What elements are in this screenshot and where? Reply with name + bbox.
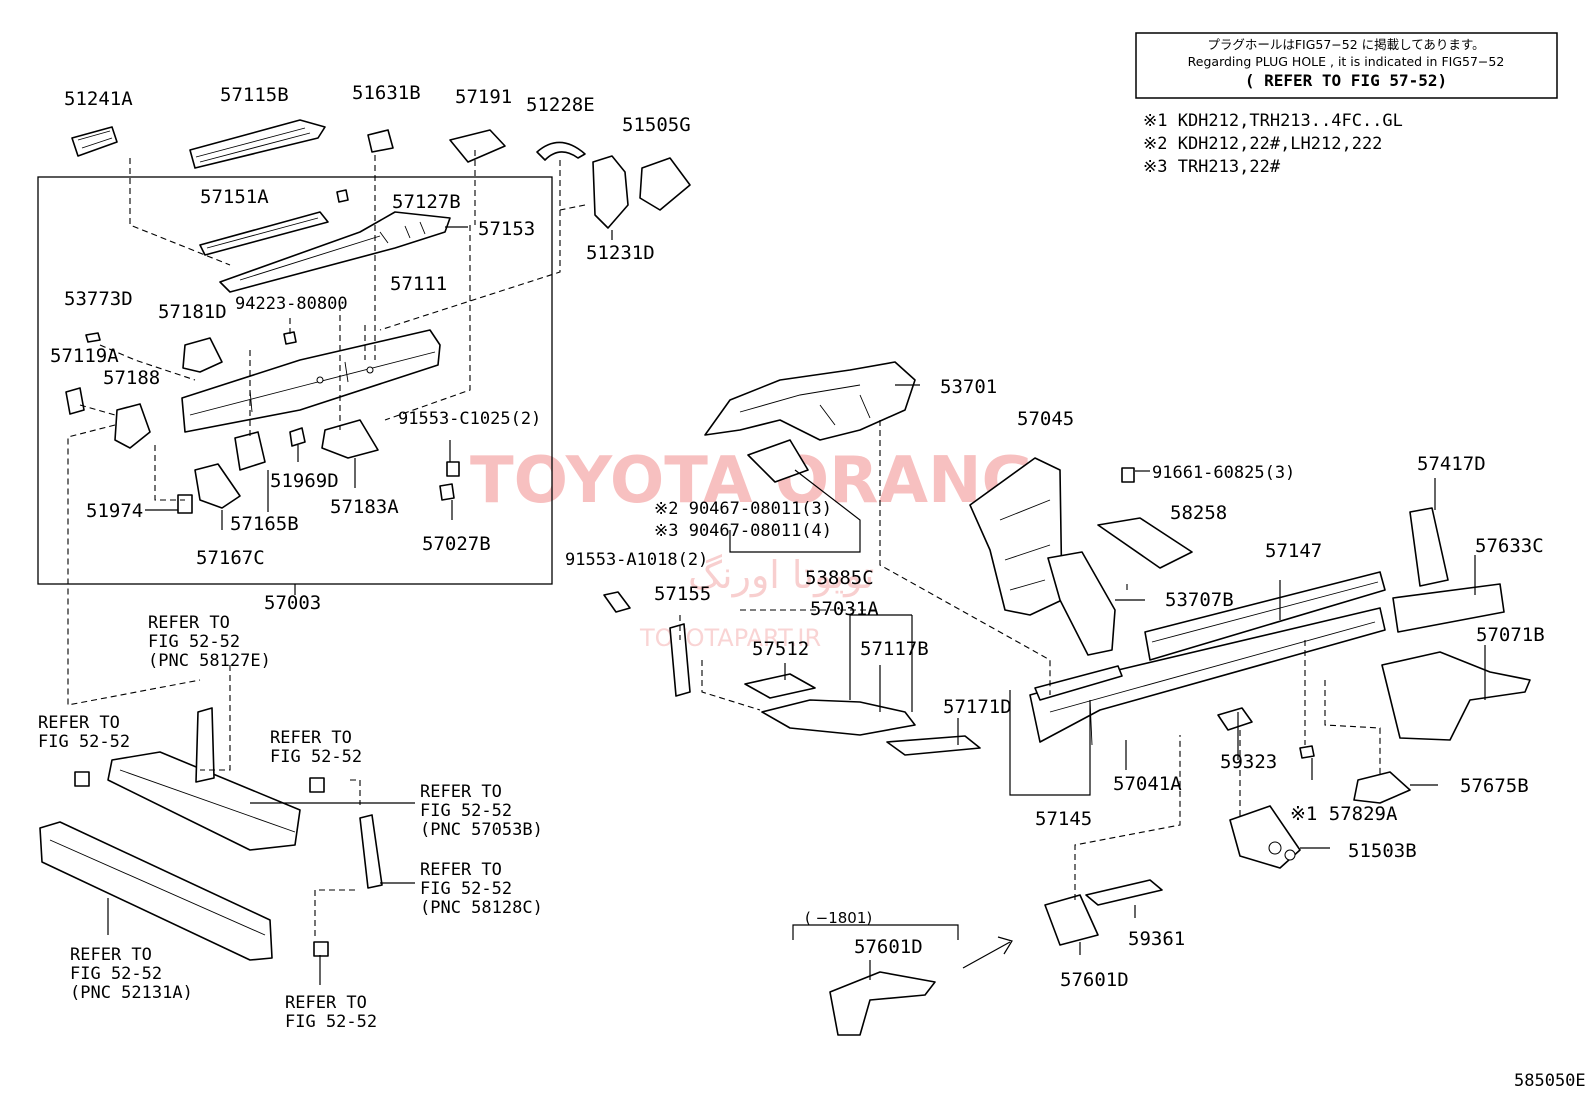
- svg-text:REFER TO: REFER TO: [70, 945, 152, 965]
- svg-text:FIG 52-52: FIG 52-52: [38, 732, 130, 752]
- label-59361: 59361: [1128, 928, 1185, 950]
- label-57675B: 57675B: [1460, 775, 1529, 797]
- svg-text:(PNC 52131A): (PNC 52131A): [70, 983, 193, 1003]
- svg-text:REFER TO: REFER TO: [420, 860, 502, 880]
- label-53885C: 53885C: [805, 567, 874, 589]
- figure-code: 585050E: [1514, 1071, 1586, 1091]
- label-57127B: 57127B: [392, 191, 461, 213]
- applicability-notes: ※1 KDH212,TRH213..4FC..GL ※2 KDH212,22#,…: [1143, 111, 1403, 177]
- note-jp: プラグホールはFIG57−52 に掲載してあります。: [1207, 37, 1484, 52]
- leader-lines: [67, 150, 1486, 985]
- svg-text:REFER TO: REFER TO: [270, 728, 352, 748]
- label-91661-60825: 91661-60825(3): [1152, 463, 1295, 483]
- label-51974: 51974: [86, 500, 143, 522]
- label-51231D: 51231D: [586, 242, 655, 264]
- label-57027B: 57027B: [422, 533, 491, 555]
- label-51505G: 51505G: [622, 114, 691, 136]
- applicability-3: ※3 TRH213,22#: [1143, 157, 1281, 177]
- label-57633C: 57633C: [1475, 535, 1544, 557]
- label-57601D-left: 57601D: [854, 936, 923, 958]
- label-variant-1801: ( −1801): [805, 909, 872, 927]
- label-57153: 57153: [478, 218, 535, 240]
- label-51228E: 51228E: [526, 94, 595, 116]
- label-57071B: 57071B: [1476, 624, 1545, 646]
- refer-58128C: REFER TO FIG 52-52 (PNC 58128C): [420, 860, 543, 918]
- refer-52131A: REFER TO FIG 52-52 (PNC 52131A): [70, 945, 193, 1003]
- applicability-2: ※2 KDH212,22#,LH212,222: [1143, 134, 1382, 154]
- label-59323: 59323: [1220, 751, 1277, 773]
- watermark: TOYOTA ORANG تویوتا اورنگ TOYOTAPART.IR: [470, 444, 1034, 652]
- refer-middle: REFER TO FIG 52-52: [270, 728, 362, 767]
- svg-text:FIG 52-52: FIG 52-52: [420, 879, 512, 899]
- label-90467-b: ※3 90467-08011(4): [654, 521, 832, 541]
- label-57181D: 57181D: [158, 301, 227, 323]
- label-57171D: 57171D: [943, 696, 1012, 718]
- header-note: プラグホールはFIG57−52 に掲載してあります。 Regarding PLU…: [1135, 32, 1558, 99]
- label-91553-A1018: 91553-A1018(2): [565, 550, 708, 570]
- label-57111: 57111: [390, 273, 447, 295]
- label-57512: 57512: [752, 638, 809, 660]
- svg-text:FIG 52-52: FIG 52-52: [420, 801, 512, 821]
- label-57151A: 57151A: [200, 186, 269, 208]
- refer-left: REFER TO FIG 52-52: [38, 713, 130, 752]
- label-57829A: ※1 57829A: [1290, 803, 1398, 825]
- label-57145: 57145: [1035, 808, 1092, 830]
- label-90467-a: ※2 90467-08011(3): [654, 499, 832, 519]
- label-51969D: 51969D: [270, 470, 339, 492]
- label-53707B: 53707B: [1165, 589, 1234, 611]
- label-51503B: 51503B: [1348, 840, 1417, 862]
- label-91553-C1025: 91553-C1025(2): [398, 409, 541, 429]
- label-57119A: 57119A: [50, 345, 119, 367]
- note-ref: ( REFER TO FIG 57-52): [1245, 71, 1447, 90]
- note-en: Regarding PLUG HOLE , it is indicated in…: [1188, 54, 1505, 69]
- label-53773D: 53773D: [64, 288, 133, 310]
- label-94223-80800: 94223-80800: [235, 294, 348, 314]
- label-57188: 57188: [103, 367, 160, 389]
- label-57183A: 57183A: [330, 496, 399, 518]
- label-57045: 57045: [1017, 408, 1074, 430]
- label-57115B: 57115B: [220, 84, 289, 106]
- svg-text:FIG 52-52: FIG 52-52: [148, 632, 240, 652]
- part-labels: 51241A 57115B 51631B 57191 51228E 51505G…: [50, 82, 1545, 991]
- label-57155: 57155: [654, 583, 711, 605]
- label-57147: 57147: [1265, 540, 1322, 562]
- label-57167C: 57167C: [196, 547, 265, 569]
- svg-text:REFER TO: REFER TO: [38, 713, 120, 733]
- label-57031A: 57031A: [810, 598, 879, 620]
- svg-text:REFER TO: REFER TO: [148, 613, 230, 633]
- label-58258: 58258: [1170, 502, 1227, 524]
- label-57165B: 57165B: [230, 513, 299, 535]
- label-57601D-right: 57601D: [1060, 969, 1129, 991]
- label-57041A: 57041A: [1113, 773, 1182, 795]
- watermark-arabic: تویوتا اورنگ: [688, 553, 875, 598]
- svg-text:(PNC 58127E): (PNC 58127E): [148, 651, 271, 671]
- label-57117B: 57117B: [860, 638, 929, 660]
- svg-text:(PNC 57053B): (PNC 57053B): [420, 820, 543, 840]
- part-drawings: [39, 119, 1531, 1036]
- refer-bottom: REFER TO FIG 52-52: [285, 993, 377, 1032]
- svg-text:REFER TO: REFER TO: [420, 782, 502, 802]
- applicability-1: ※1 KDH212,TRH213..4FC..GL: [1143, 111, 1403, 131]
- refer-58127E: REFER TO FIG 52-52 (PNC 58127E): [148, 613, 271, 671]
- refer-labels: REFER TO FIG 52-52 (PNC 58127E) REFER TO…: [38, 613, 543, 1032]
- svg-text:FIG 52-52: FIG 52-52: [70, 964, 162, 984]
- svg-text:REFER TO: REFER TO: [285, 993, 367, 1013]
- label-57191: 57191: [455, 86, 512, 108]
- svg-text:FIG 52-52: FIG 52-52: [270, 747, 362, 767]
- label-53701: 53701: [940, 376, 997, 398]
- svg-text:FIG 52-52: FIG 52-52: [285, 1012, 377, 1032]
- label-57003: 57003: [264, 592, 321, 614]
- label-57417D: 57417D: [1417, 453, 1486, 475]
- label-51631B: 51631B: [352, 82, 421, 104]
- refer-57053B: REFER TO FIG 52-52 (PNC 57053B): [420, 782, 543, 840]
- svg-text:(PNC 58128C): (PNC 58128C): [420, 898, 543, 918]
- label-51241A: 51241A: [64, 88, 133, 110]
